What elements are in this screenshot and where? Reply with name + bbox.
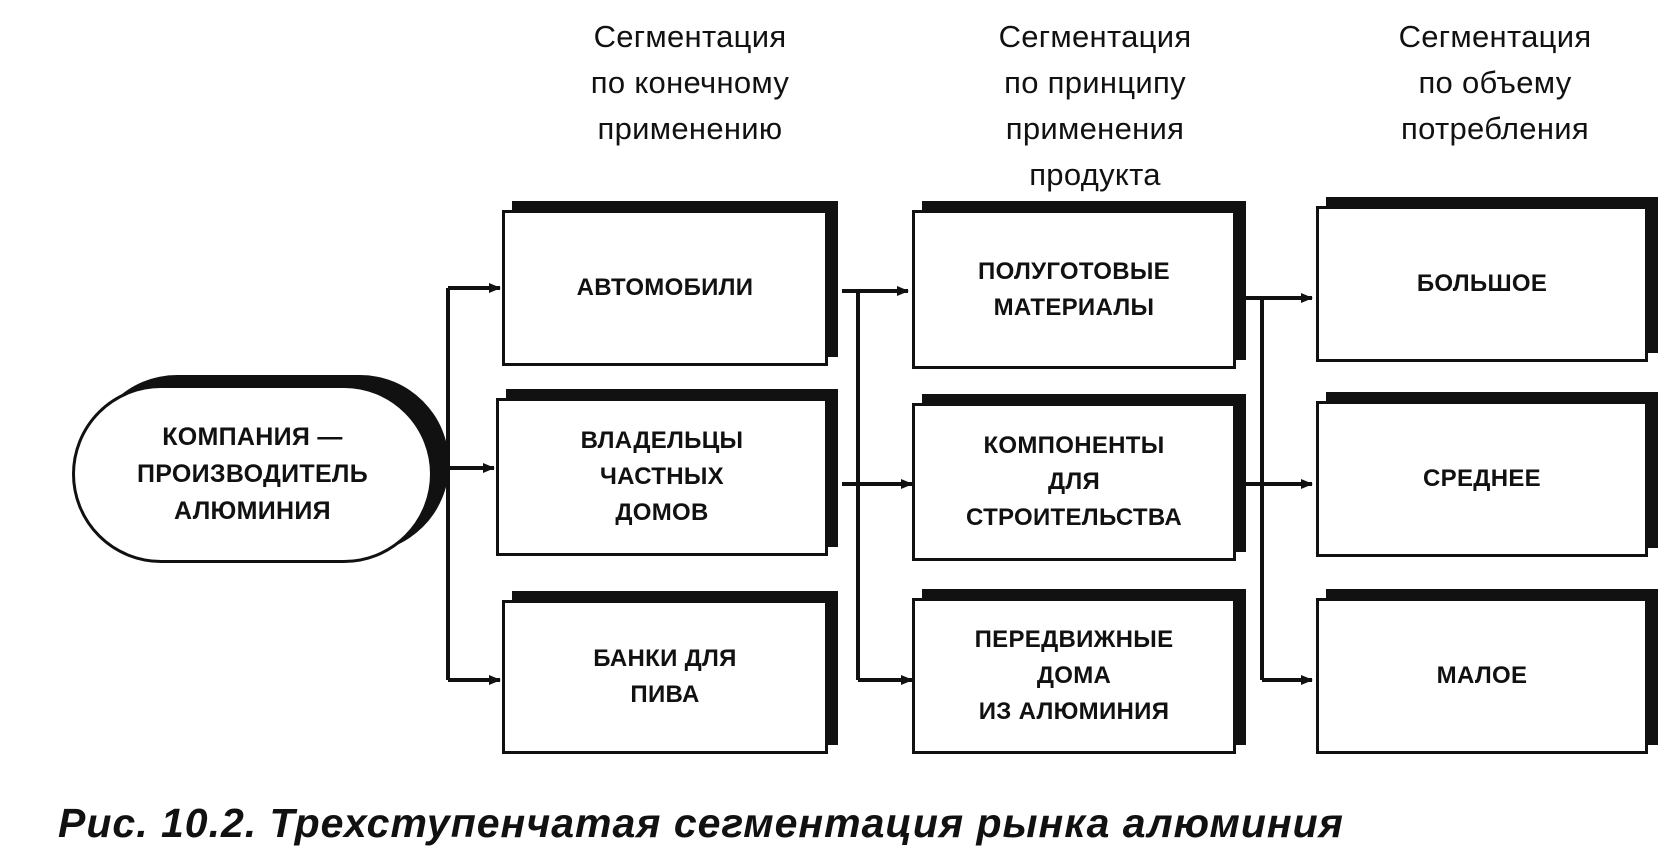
product-use-box-semifinished: ПОЛУГОТОВЫЕ МАТЕРИАЛЫ xyxy=(912,210,1236,369)
end-use-box-homeowners: ВЛАДЕЛЬЦЫ ЧАСТНЫХ ДОМОВ xyxy=(496,398,828,556)
product-use-label: КОМПОНЕНТЫ ДЛЯ СТРОИТЕЛЬСТВА xyxy=(966,432,1182,531)
end-use-label: ВЛАДЕЛЬЦЫ ЧАСТНЫХ ДОМОВ xyxy=(580,427,744,526)
figure-caption: Рис. 10.2. Трехступенчатая сегментация р… xyxy=(58,800,1344,846)
end-use-label: АВТОМОБИЛИ xyxy=(576,274,754,301)
end-use-label: БАНКИ ДЛЯ ПИВА xyxy=(593,645,737,708)
end-use-box-beer-cans: БАНКИ ДЛЯ ПИВА xyxy=(502,600,828,754)
volume-box-large: БОЛЬШОЕ xyxy=(1316,206,1648,362)
header-product-use-segmentation: Сегментация по принципу применения проду… xyxy=(998,19,1192,192)
product-use-box-mobile-homes: ПЕРЕДВИЖНЫЕ ДОМА ИЗ АЛЮМИНИЯ xyxy=(912,598,1236,754)
company-node: КОМПАНИЯ — ПРОИЗВОДИТЕЛЬ АЛЮМИНИЯ xyxy=(72,385,433,563)
volume-label: СРЕДНЕЕ xyxy=(1423,465,1541,492)
product-use-label: ПОЛУГОТОВЫЕ МАТЕРИАЛЫ xyxy=(978,257,1170,321)
header-volume-segmentation: Сегментация по объему потребления xyxy=(1398,19,1592,146)
product-use-label: ПЕРЕДВИЖНЫЕ ДОМА ИЗ АЛЮМИНИЯ xyxy=(974,626,1174,725)
volume-label: МАЛОЕ xyxy=(1436,662,1528,689)
volume-box-medium: СРЕДНЕЕ xyxy=(1316,401,1648,557)
volume-label: БОЛЬШОЕ xyxy=(1416,270,1548,297)
volume-box-small: МАЛОЕ xyxy=(1316,598,1648,754)
header-end-use-segmentation: Сегментация по конечному применению xyxy=(590,19,790,146)
end-use-box-automobiles: АВТОМОБИЛИ xyxy=(502,210,828,366)
company-label: КОМПАНИЯ — ПРОИЗВОДИТЕЛЬ АЛЮМИНИЯ xyxy=(136,422,369,525)
product-use-box-construction: КОМПОНЕНТЫ ДЛЯ СТРОИТЕЛЬСТВА xyxy=(912,403,1236,561)
